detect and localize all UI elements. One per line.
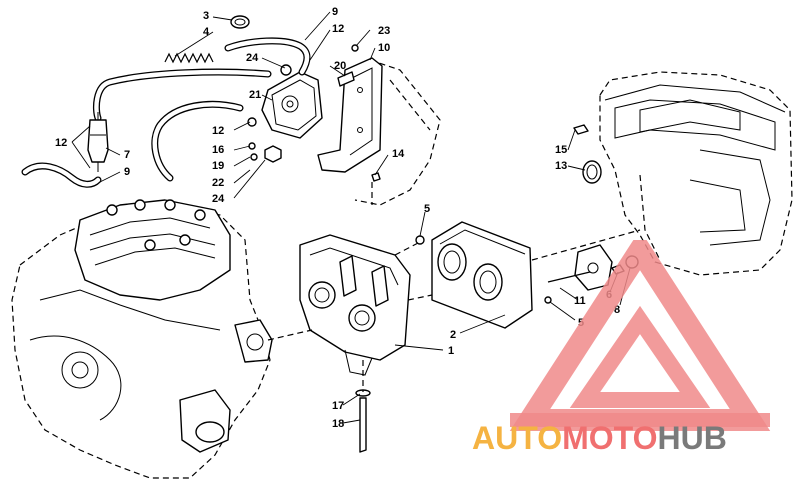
callout: 23 — [378, 25, 390, 37]
watermark-moto: MOTO — [562, 420, 658, 456]
callout: 9 — [124, 166, 130, 178]
callout: 18 — [332, 418, 344, 430]
watermark-hub: HUB — [657, 420, 727, 456]
airbox-part — [599, 71, 793, 276]
callout: 15 — [555, 144, 567, 156]
callout: 1 — [448, 345, 454, 357]
drain-bolt-part — [355, 389, 371, 453]
callout: 13 — [555, 160, 567, 172]
assembly-lines — [267, 182, 641, 392]
leader-lines — [71, 11, 631, 424]
callout: 17 — [332, 400, 344, 412]
callout-labels: 3 4 9 12 23 10 24 20 21 12 7 9 12 16 19 … — [55, 6, 620, 430]
fuel-hoses-part — [21, 37, 311, 188]
carburetor-part — [299, 234, 411, 376]
callout: 2 — [450, 329, 456, 341]
clamp-ring-part — [230, 15, 250, 29]
callout: 12 — [332, 23, 344, 35]
callout: 24 — [212, 193, 225, 205]
callout: 21 — [249, 89, 261, 101]
callout: 14 — [392, 148, 405, 160]
callout: 11 — [574, 295, 586, 307]
callout: 9 — [332, 6, 338, 18]
watermark-auto: AUTO — [472, 420, 563, 456]
intake-silencer-part — [431, 221, 533, 329]
callout: 20 — [334, 60, 346, 72]
callout: 24 — [246, 52, 259, 64]
automotohub-logo-icon — [509, 240, 771, 431]
callout: 8 — [614, 304, 620, 316]
callout: 5 — [424, 203, 430, 215]
callout: 22 — [212, 177, 224, 189]
callout: 12 — [55, 137, 67, 149]
fuel-filter-part — [87, 112, 109, 172]
callout: 3 — [203, 10, 209, 22]
mounting-plate-part — [317, 57, 383, 173]
engine-part — [11, 199, 273, 479]
callout: 4 — [203, 26, 210, 38]
hose-spring-part — [164, 52, 214, 64]
fuel-pump-part — [261, 71, 355, 139]
callout: 10 — [378, 42, 390, 54]
callout: 16 — [212, 144, 224, 156]
callout: 19 — [212, 160, 224, 172]
watermark-logotype: AUTOMOTOHUB — [472, 420, 727, 457]
callout: 7 — [124, 149, 130, 161]
bracket-frame-part — [354, 59, 441, 206]
callout: 12 — [212, 125, 224, 137]
